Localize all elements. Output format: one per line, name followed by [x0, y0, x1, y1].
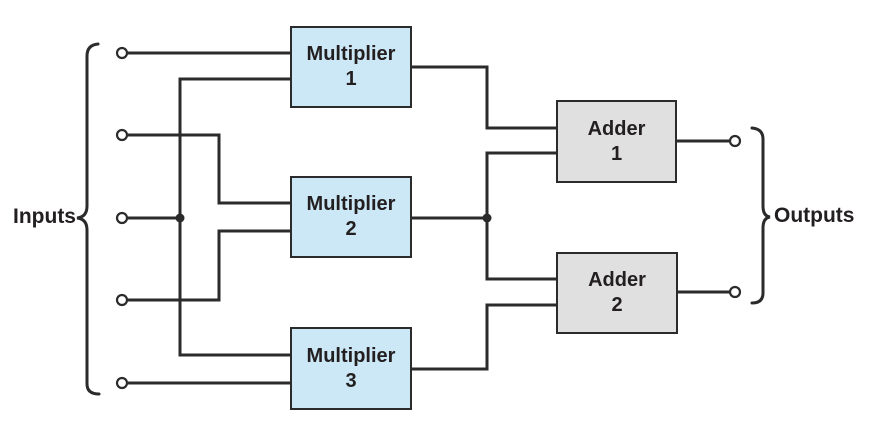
inputs-brace	[76, 42, 101, 396]
multiplier-2-label: Multiplier	[306, 193, 396, 215]
input-terminal-3	[115, 211, 129, 225]
adder-1-label: Adder	[587, 117, 646, 140]
wire-multiplier2-to-adder1-and-adder2	[485, 151, 558, 281]
output-terminal-2	[728, 285, 742, 299]
adder-2-block: Adder 2	[556, 252, 678, 334]
outputs-brace	[750, 126, 771, 305]
junction-dot-multiplier2-output	[482, 213, 492, 223]
adder-2-number: 2	[611, 294, 623, 316]
multiplier-3-number: 3	[345, 369, 357, 392]
multiplier-2-number: 2	[345, 218, 357, 240]
junction-dot-input3	[175, 213, 185, 223]
adder-1-number: 1	[610, 142, 623, 165]
multiplier-3-label: Multiplier	[306, 344, 396, 367]
input-terminal-1	[115, 46, 129, 60]
adder-2-label: Adder	[588, 269, 646, 291]
multiplier-1-label: Multiplier	[306, 43, 396, 65]
input-terminal-4	[115, 293, 129, 307]
wire-input4-to-multiplier2	[127, 229, 292, 302]
multiplier-1-number: 1	[345, 68, 357, 90]
wire-multiplier3-to-adder2	[411, 303, 558, 371]
wire-input2-to-multiplier2	[127, 133, 292, 205]
output-terminal-1	[728, 134, 742, 148]
inputs-label: Inputs	[13, 205, 76, 228]
input-terminal-5	[115, 376, 129, 390]
multiplier-1-block: Multiplier 1	[290, 26, 412, 108]
terminals	[115, 46, 742, 390]
junction-dots	[175, 213, 492, 223]
outputs-label: Outputs	[774, 204, 855, 227]
braces	[76, 42, 771, 396]
multiplier-2-block: Multiplier 2	[290, 176, 412, 258]
wire-multiplier1-to-adder1	[411, 65, 558, 130]
wire-input3-to-multiplier1-and-multiplier3	[178, 77, 292, 357]
multiplier-3-block: Multiplier 3	[290, 327, 412, 410]
input-terminal-2	[115, 128, 129, 142]
adder-1-block: Adder 1	[556, 100, 677, 183]
